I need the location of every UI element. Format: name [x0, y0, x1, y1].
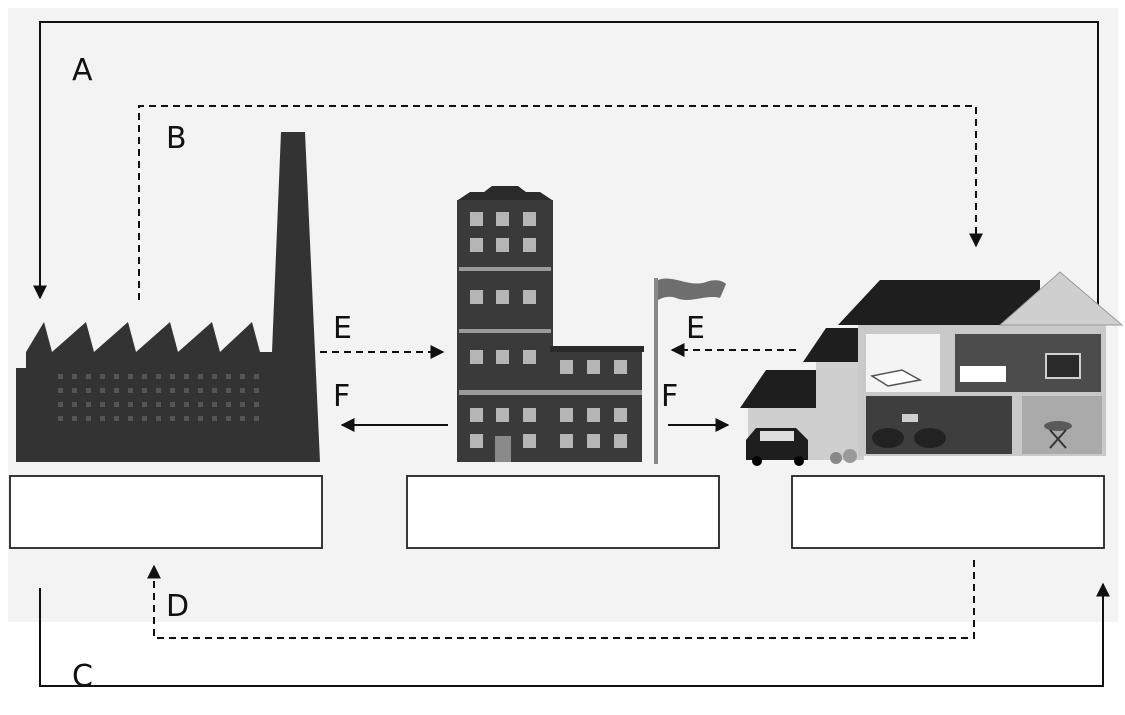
flow-label-f-left: F: [333, 379, 350, 414]
government-answer-box[interactable]: [406, 475, 720, 549]
car-icon: [746, 428, 808, 466]
flow-label-e-right: E: [686, 311, 705, 346]
flow-label-e-left: E: [333, 311, 352, 346]
flow-c-arrow: [39, 582, 1110, 687]
flow-label-a: A: [72, 53, 93, 88]
government-building-icon: [457, 186, 644, 462]
factory-icon: [16, 132, 320, 462]
flag-icon: [654, 278, 726, 464]
household-answer-box[interactable]: [791, 475, 1105, 549]
flow-label-b: B: [166, 121, 187, 156]
flow-label-c: C: [72, 659, 93, 694]
factory-answer-box[interactable]: [9, 475, 323, 549]
flow-label-f-right: F: [661, 379, 678, 414]
flow-d-arrow: [147, 560, 975, 639]
flow-b-arrow: [138, 105, 983, 300]
flow-label-d: D: [166, 589, 189, 624]
house-icon: [740, 271, 1124, 464]
flow-a-arrow: [33, 21, 1099, 305]
